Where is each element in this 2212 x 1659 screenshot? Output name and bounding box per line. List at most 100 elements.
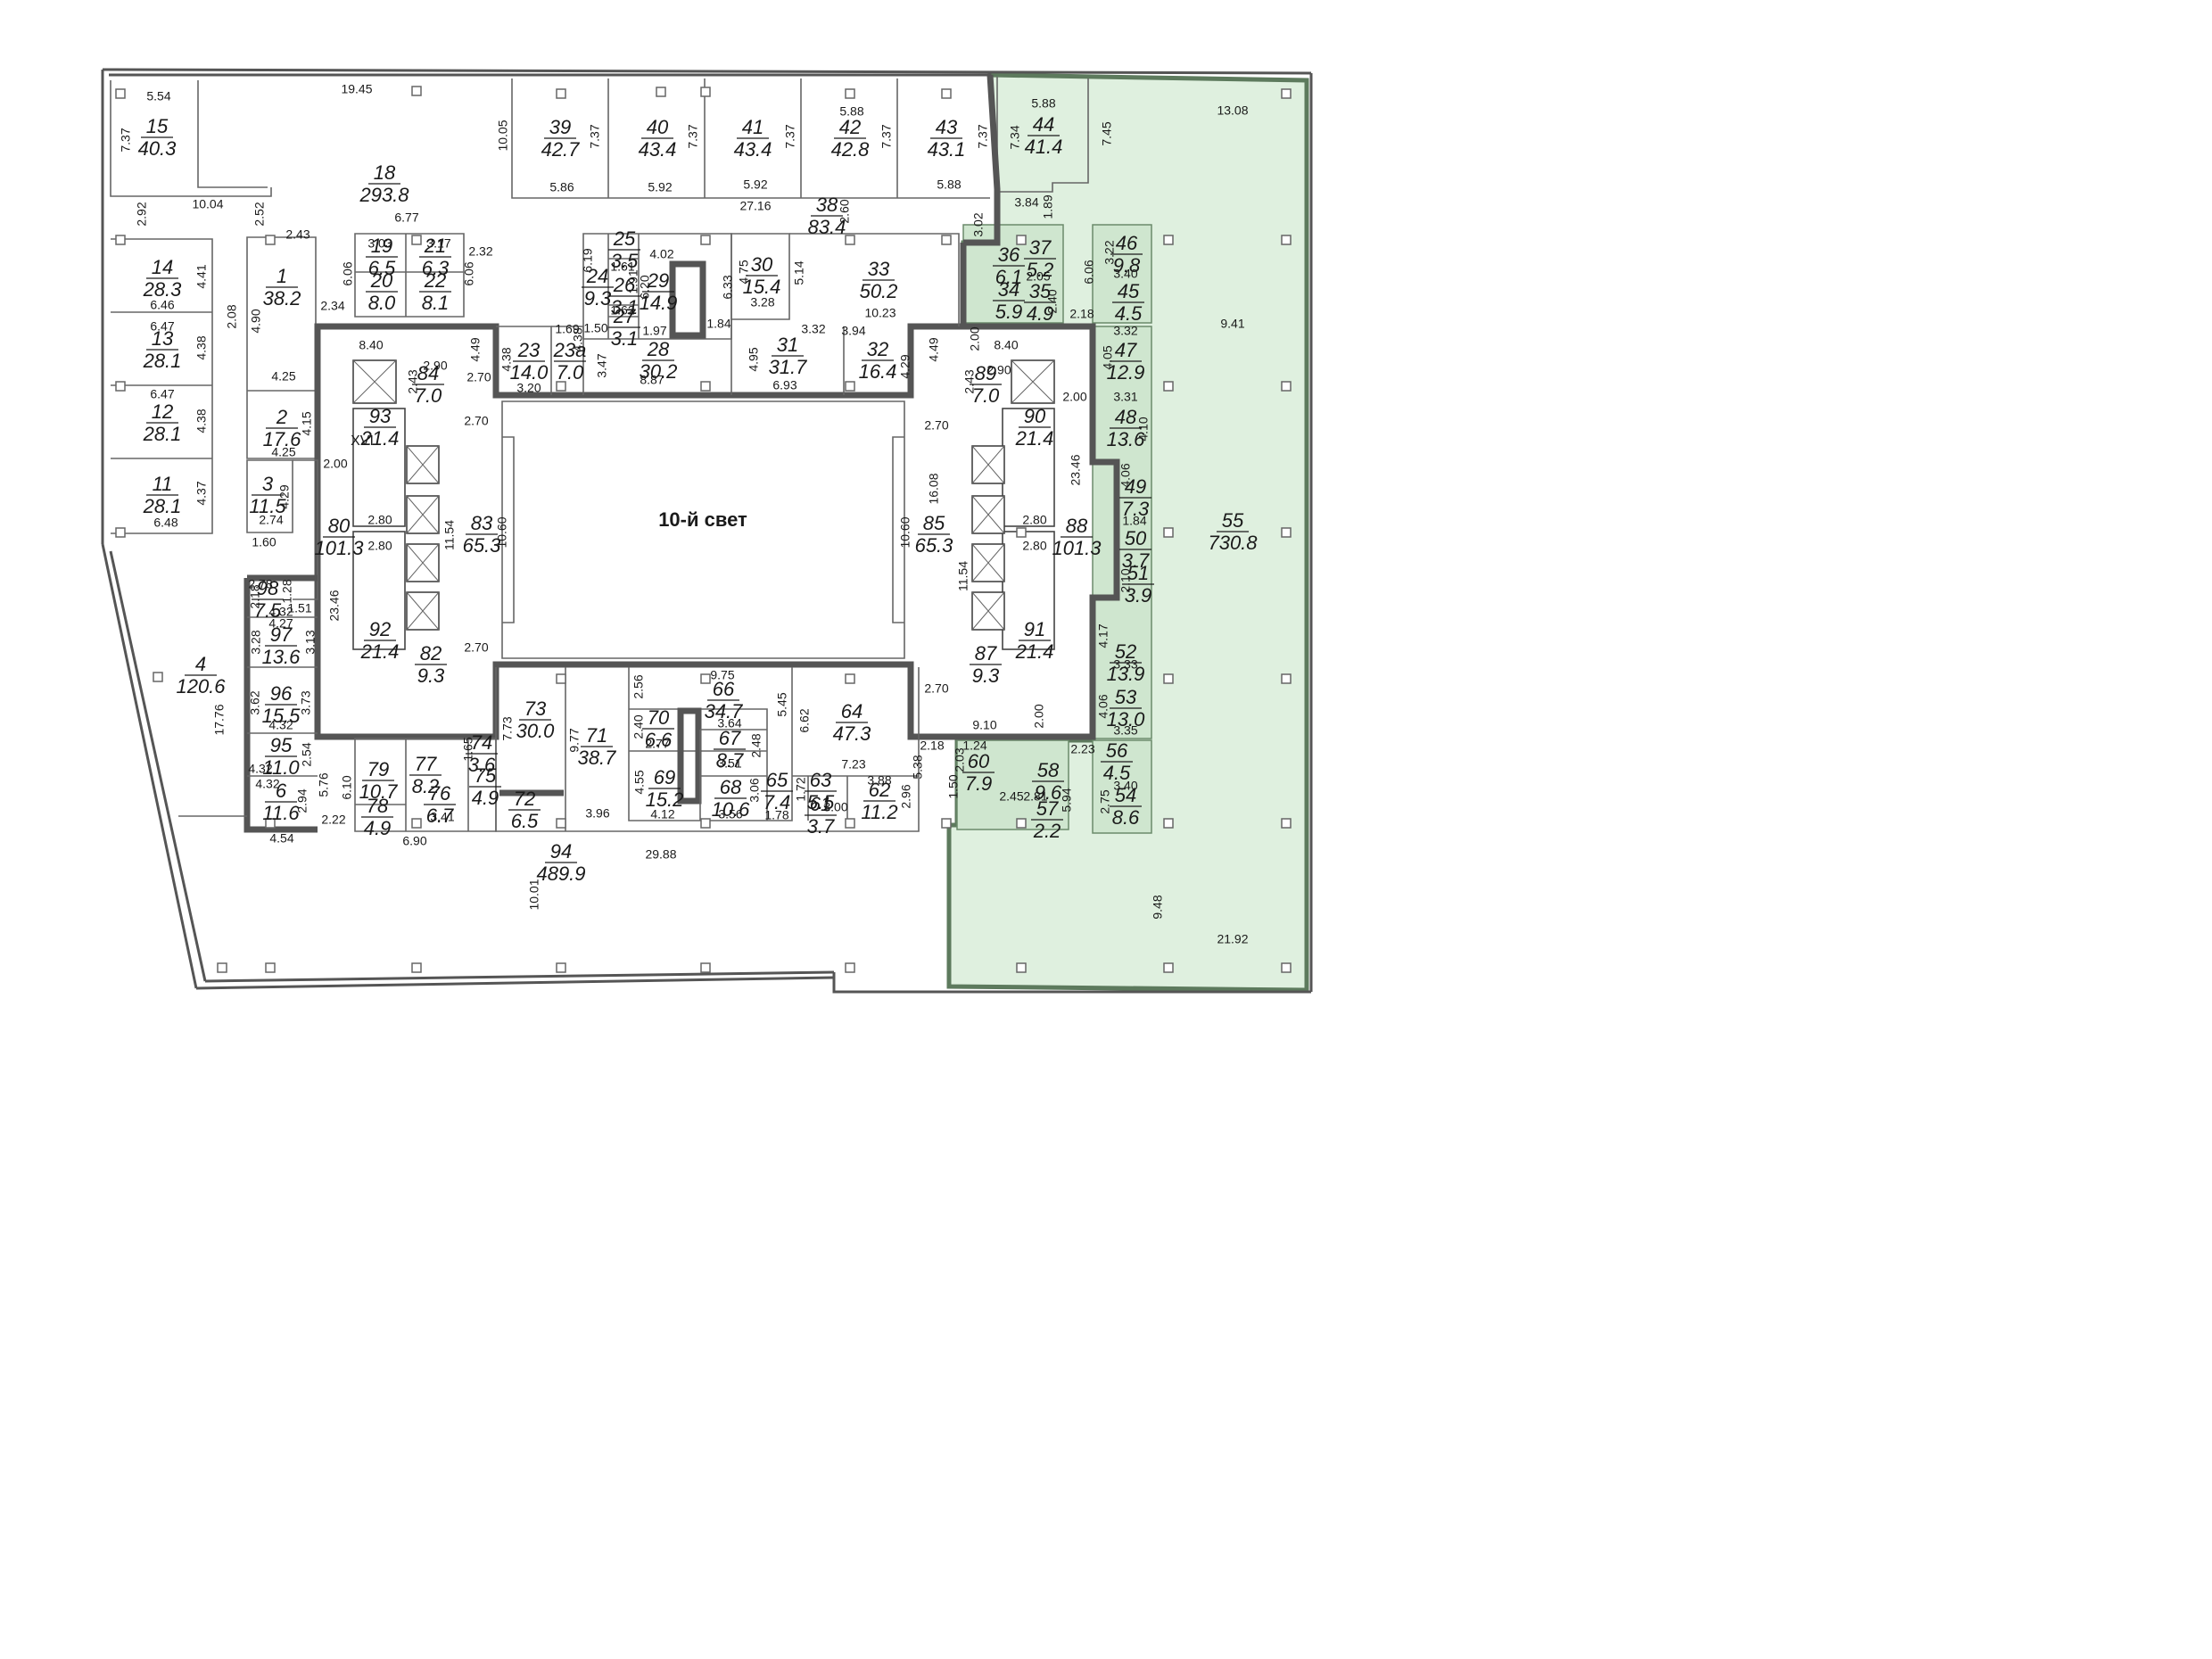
room-r19[interactable]: 196.5 xyxy=(366,235,398,279)
room-r36[interactable]: 366.1 xyxy=(993,243,1025,288)
room-r98[interactable]: 987.5 xyxy=(252,577,284,622)
room-r70[interactable]: 706.6 xyxy=(642,706,674,751)
room-number: 64 xyxy=(841,700,863,722)
room-r49[interactable]: 497.3 xyxy=(1119,475,1151,520)
room-r27[interactable]: 273.1 xyxy=(608,305,640,350)
room-r54[interactable]: 548.6 xyxy=(1110,784,1142,829)
room-r61[interactable]: 613.7 xyxy=(805,793,837,838)
room-r20[interactable]: 208.0 xyxy=(366,269,398,314)
structural-columns xyxy=(115,86,1292,973)
room-r87[interactable]: 879.3 xyxy=(970,642,1002,687)
room-r84[interactable]: 847.0 xyxy=(412,362,444,407)
room-r46[interactable]: 469.8 xyxy=(1110,232,1143,276)
room-r34[interactable]: 345.9 xyxy=(993,278,1025,323)
room-r63[interactable]: 635.5 xyxy=(805,769,837,813)
room-r51[interactable]: 513.9 xyxy=(1122,562,1154,607)
room-r75[interactable]: 754.9 xyxy=(469,764,501,809)
room-r35[interactable]: 354.9 xyxy=(1024,280,1056,325)
room-r21[interactable]: 216.3 xyxy=(419,235,451,279)
room-r65[interactable]: 657.4 xyxy=(761,769,793,813)
room-r82[interactable]: 829.3 xyxy=(415,642,447,687)
room-area: 11.2 xyxy=(861,801,897,823)
room-r67[interactable]: 678.7 xyxy=(714,727,746,772)
room-r24[interactable]: 249.3 xyxy=(582,265,614,310)
room-r74[interactable]: 743.6 xyxy=(466,731,498,776)
room-r45[interactable]: 454.5 xyxy=(1112,280,1144,325)
room-area: 13.6 xyxy=(262,646,301,668)
room-area: 3.7 xyxy=(807,815,835,838)
room-r78[interactable]: 784.9 xyxy=(361,795,393,839)
room-area: 101.3 xyxy=(1052,537,1102,559)
room-r60[interactable]: 607.9 xyxy=(962,750,995,795)
room-r89[interactable]: 897.0 xyxy=(970,362,1002,407)
dimension-label: 1.60 xyxy=(252,535,276,549)
room-r76[interactable]: 766.7 xyxy=(424,782,456,827)
room-area: 42.7 xyxy=(541,138,581,161)
room-r50[interactable]: 503.7 xyxy=(1119,527,1151,572)
room-r26[interactable]: 263.1 xyxy=(608,274,640,318)
room-r57[interactable]: 572.2 xyxy=(1031,797,1063,842)
room-r56[interactable]: 564.5 xyxy=(1101,739,1133,784)
room-r37[interactable]: 375.2 xyxy=(1024,236,1056,281)
room-r77[interactable]: 778.2 xyxy=(409,753,442,797)
room-r2[interactable]: 217.6 xyxy=(263,406,302,450)
room-number: 83 xyxy=(471,512,493,534)
room-r72[interactable]: 726.5 xyxy=(508,788,541,832)
room-r1[interactable]: 138.2 xyxy=(263,265,301,310)
room-number: 20 xyxy=(370,269,393,292)
room-r6[interactable]: 611.6 xyxy=(262,780,300,824)
room-r58[interactable]: 589.6 xyxy=(1032,759,1064,804)
room-r25[interactable]: 253.5 xyxy=(608,227,640,272)
room-r22[interactable]: 228.1 xyxy=(419,269,451,314)
room-r3[interactable]: 311.5 xyxy=(249,473,286,517)
room-area: 730.8 xyxy=(1208,532,1258,554)
